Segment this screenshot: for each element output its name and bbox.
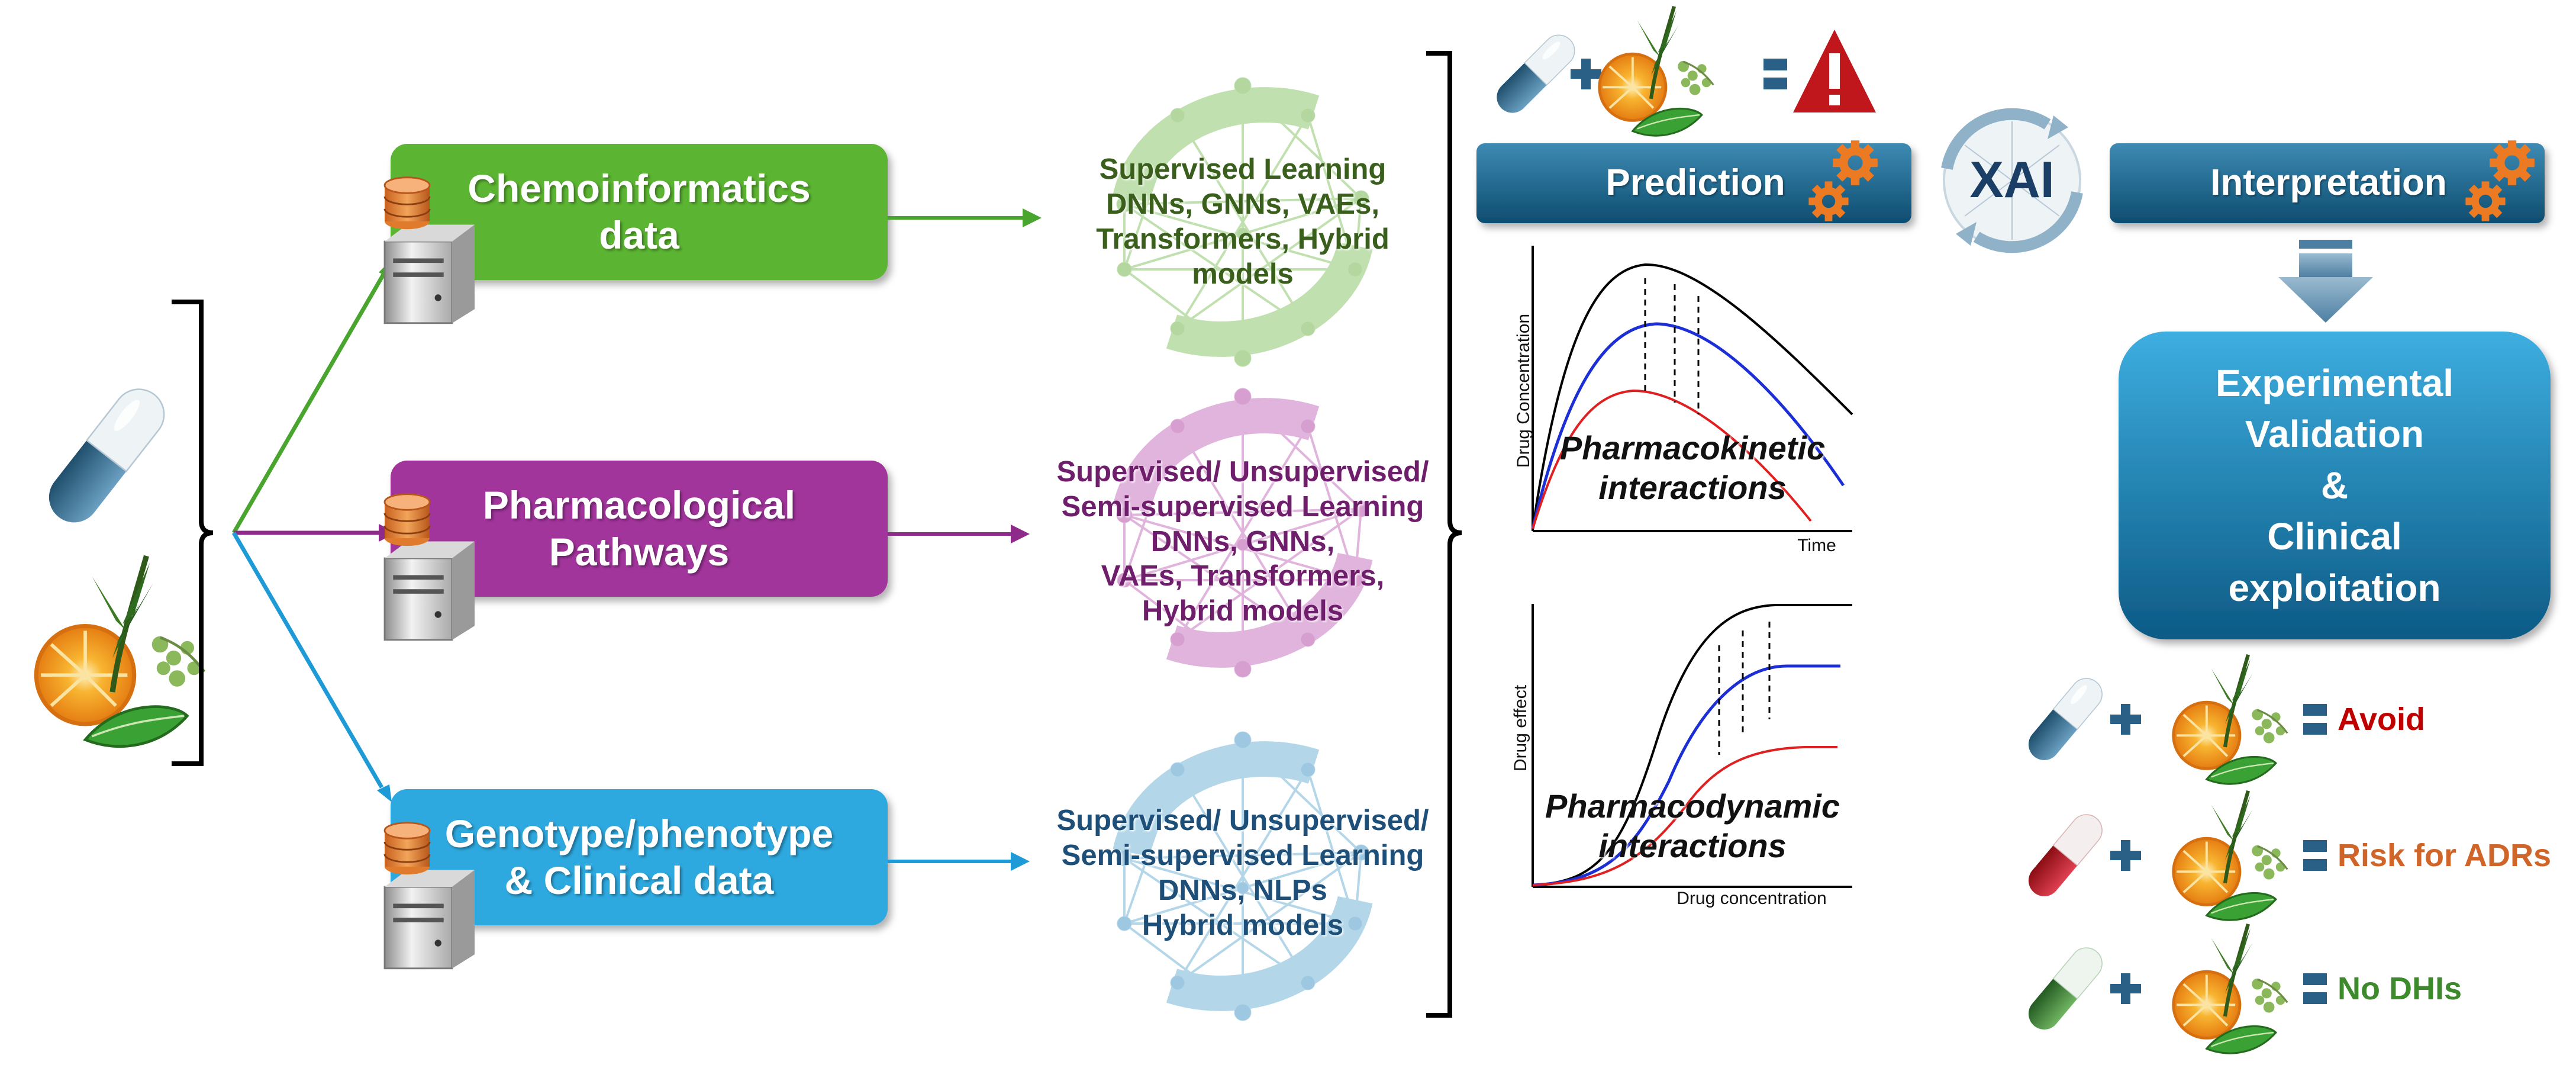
capsule-icon bbox=[38, 378, 175, 533]
outcome-nodhi-label: No DHIs bbox=[2338, 970, 2462, 1006]
down-arrow-icon bbox=[2278, 240, 2373, 323]
interpretation-label: Interpretation bbox=[2210, 162, 2447, 204]
outcome-row-nodhi bbox=[2028, 924, 2327, 1053]
ml-line: DNNs, GNNs, bbox=[1150, 525, 1335, 558]
ml-line: DNNs, NLPs bbox=[1158, 874, 1327, 906]
model-arrows bbox=[888, 208, 1042, 871]
plot-title-line: Pharmacodynamic bbox=[1545, 787, 1840, 825]
output-brace bbox=[1426, 51, 1462, 1018]
chemoinformatics-label: Chemoinformatics data bbox=[391, 144, 888, 280]
ml-line: Transformers, Hybrid bbox=[1096, 223, 1389, 255]
ml-line: Hybrid models bbox=[1142, 595, 1344, 628]
source-label-line: Pathways bbox=[549, 530, 730, 574]
outcome-risk-label: Risk for ADRs bbox=[2338, 837, 2552, 873]
genotype-label: Genotype/phenotype & Clinical data bbox=[391, 789, 888, 925]
plus-icon bbox=[1571, 59, 1601, 89]
ml-line: Hybrid models bbox=[1142, 909, 1344, 941]
ml-line: Supervised/ Unsupervised/ bbox=[1056, 805, 1429, 837]
genotype-box bbox=[391, 789, 888, 925]
pk-ylabel: Drug Concentration bbox=[1514, 313, 1533, 468]
ml-line: Semi-supervised Learning bbox=[1061, 839, 1424, 872]
pd-xlabel: Drug concentration bbox=[1677, 889, 1827, 908]
experimental-box bbox=[2119, 332, 2551, 639]
ml-line: Semi-supervised Learning bbox=[1061, 490, 1424, 523]
experimental-line: Clinical bbox=[2267, 515, 2402, 558]
pharmacological-box bbox=[391, 461, 888, 597]
plot-title-line: interactions bbox=[1598, 827, 1787, 864]
pk-xlabel: Time bbox=[1797, 536, 1836, 555]
outcome-row-risk bbox=[2028, 791, 2327, 920]
ml-line: Supervised/ Unsupervised/ bbox=[1056, 456, 1429, 488]
warning-icon bbox=[1793, 30, 1876, 112]
source-arrows bbox=[231, 258, 396, 802]
ml-line: models bbox=[1192, 258, 1294, 290]
prediction-label: Prediction bbox=[1605, 162, 1785, 204]
ml-model-label-1: Supervised Learning DNNs, GNNs, VAEs, Tr… bbox=[1059, 142, 1426, 302]
pk-plot-title: Pharmacokinetic interactions bbox=[1539, 420, 1846, 515]
pd-plot-title: Pharmacodynamic interactions bbox=[1536, 779, 1849, 873]
ml-line: VAEs, Transformers, bbox=[1101, 560, 1385, 593]
experimental-line: Validation bbox=[2245, 413, 2425, 456]
input-brace bbox=[172, 300, 214, 766]
plot-title-line: Pharmacokinetic bbox=[1559, 429, 1826, 467]
pk-plot bbox=[1531, 246, 1853, 532]
interpretation-bar bbox=[2110, 143, 2545, 223]
prediction-bar bbox=[1476, 143, 1911, 223]
ml-model-label-2: Supervised/ Unsupervised/ Semi-supervise… bbox=[1024, 444, 1462, 639]
source-label-line: data bbox=[599, 213, 679, 257]
plot-title-line: interactions bbox=[1598, 469, 1787, 506]
outcome-avoid-label: Avoid bbox=[2338, 701, 2425, 737]
equals-icon bbox=[1763, 59, 1787, 89]
xai-label: XAI bbox=[1969, 152, 2055, 209]
source-label-line: Pharmacological bbox=[482, 482, 796, 527]
source-label-line: Genotype/phenotype bbox=[444, 811, 834, 855]
capsule-icon bbox=[1489, 28, 1582, 120]
chemoinformatics-box bbox=[391, 144, 888, 280]
xai-emblem bbox=[1941, 108, 2083, 253]
experimental-line: Experimental bbox=[2216, 362, 2454, 405]
experimental-line: exploitation bbox=[2228, 566, 2441, 609]
ml-line: Supervised Learning bbox=[1099, 153, 1387, 186]
herb-orange-icon bbox=[36, 556, 204, 747]
outcome-row-avoid bbox=[2022, 655, 2327, 784]
pd-plot bbox=[1532, 604, 1852, 888]
experimental-line: & bbox=[2320, 464, 2349, 507]
ml-line: DNNs, GNNs, VAEs, bbox=[1106, 188, 1379, 221]
pd-ylabel: Drug effect bbox=[1511, 684, 1530, 772]
experimental-label: Experimental Validation & Clinical explo… bbox=[2119, 332, 2551, 639]
ml-model-label-3: Supervised/ Unsupervised/ Semi-supervise… bbox=[1024, 793, 1462, 953]
source-label-line: Chemoinformatics bbox=[468, 166, 811, 210]
source-label-line: & Clinical data bbox=[504, 858, 774, 902]
pharmacological-label: Pharmacological Pathways bbox=[391, 461, 888, 597]
herb-orange-icon bbox=[1600, 7, 1714, 136]
